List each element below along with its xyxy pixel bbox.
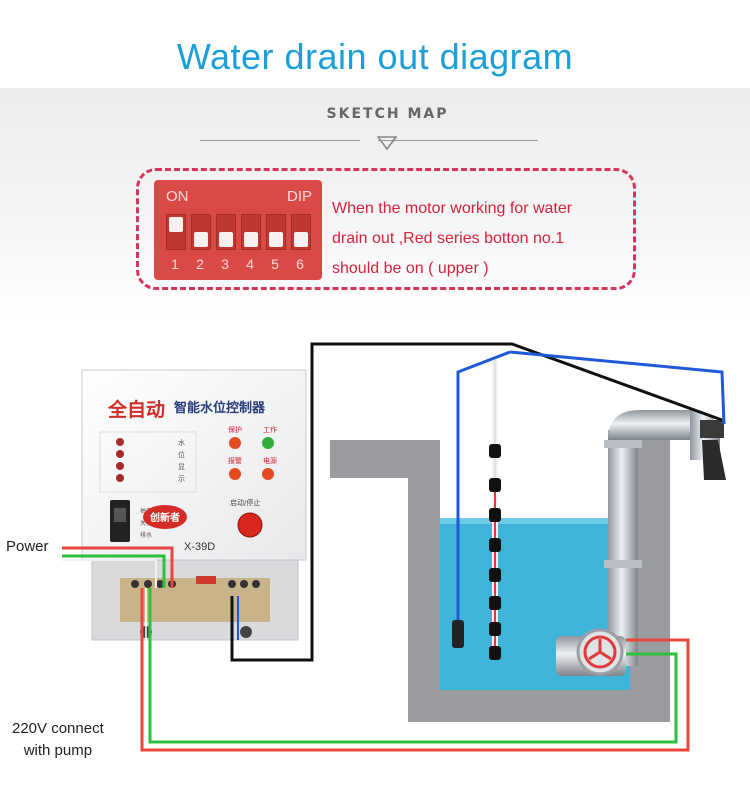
page-title: Water drain out diagram xyxy=(176,36,574,77)
work-led xyxy=(262,437,274,449)
controller-brand: 全自动 xyxy=(107,398,165,421)
instruction-line-3: should be on ( upper ) xyxy=(332,260,489,277)
dip-switch-2 xyxy=(191,214,211,250)
level-label: 示 xyxy=(178,475,185,483)
protect-led xyxy=(229,437,241,449)
instruction-callout xyxy=(136,168,636,290)
protect-label: 保护 xyxy=(228,425,242,434)
level-led xyxy=(116,474,124,482)
section-label: SKETCH MAP xyxy=(326,106,449,122)
power-led-label: 电源 xyxy=(263,456,277,465)
float-sensor-black xyxy=(489,360,501,660)
pump-wires xyxy=(140,588,690,752)
dip-switch-4 xyxy=(241,214,261,250)
dip-switch-image: ON DIP 1 2 3 4 5 6 xyxy=(154,180,322,280)
dip-switch-5 xyxy=(266,214,286,250)
dip-on-label: ON xyxy=(166,188,189,205)
dip-number: 2 xyxy=(196,256,204,272)
dip-number: 1 xyxy=(171,256,179,272)
pump-label-line-2: with pump xyxy=(23,742,93,759)
dip-number: 3 xyxy=(221,256,229,272)
dip-number: 5 xyxy=(271,256,279,272)
alarm-led xyxy=(229,468,241,480)
work-label: 工作 xyxy=(263,425,277,434)
dip-type-label: DIP xyxy=(286,188,312,205)
level-label: 位 xyxy=(178,450,185,459)
dip-switch-1 xyxy=(166,214,186,250)
alarm-label: 报警 xyxy=(228,456,242,465)
level-led xyxy=(116,438,124,446)
switch-label: 排水 xyxy=(140,531,152,539)
brand-logo xyxy=(143,505,187,529)
instruction-line-2: drain out ,Red series botton no.1 xyxy=(332,230,565,247)
level-controller: 全自动 智能水位控制器 水 位 显 示 保护 工作 报警 电源 启动/停止 抽开… xyxy=(81,369,307,641)
instruction-line-1: When the motor working for water xyxy=(332,200,573,217)
terminal-block xyxy=(131,576,260,588)
power-label: Power xyxy=(6,538,49,555)
start-stop-label: 启动/停止 xyxy=(230,498,260,507)
start-stop-button xyxy=(237,512,263,538)
dip-number: 4 xyxy=(246,256,254,272)
dip-number: 6 xyxy=(296,256,304,272)
level-led xyxy=(116,450,124,458)
water-pump xyxy=(556,628,626,676)
divider-left xyxy=(200,140,360,141)
sensor-wires xyxy=(230,342,726,662)
pump-label-line-1: 220V connect xyxy=(12,720,104,737)
pump-connection-label: 220V connect with pump xyxy=(12,718,104,762)
dip-switch-6 xyxy=(291,214,311,250)
level-label: 水 xyxy=(178,438,185,447)
controller-name: 智能水位控制器 xyxy=(174,400,266,416)
level-led xyxy=(116,462,124,470)
instruction-text: When the motor working for water drain o… xyxy=(332,194,632,284)
dip-switch-3 xyxy=(216,214,236,250)
model-label: X-39D xyxy=(184,541,215,553)
power-led xyxy=(262,468,274,480)
power-wires xyxy=(62,546,174,588)
down-triangle-icon xyxy=(377,136,397,150)
float-sensor-blue xyxy=(452,350,511,648)
logo-text: 创新者 xyxy=(149,511,180,524)
drain-pipe xyxy=(604,410,726,666)
divider-right xyxy=(378,140,538,141)
level-label: 显 xyxy=(178,463,185,471)
